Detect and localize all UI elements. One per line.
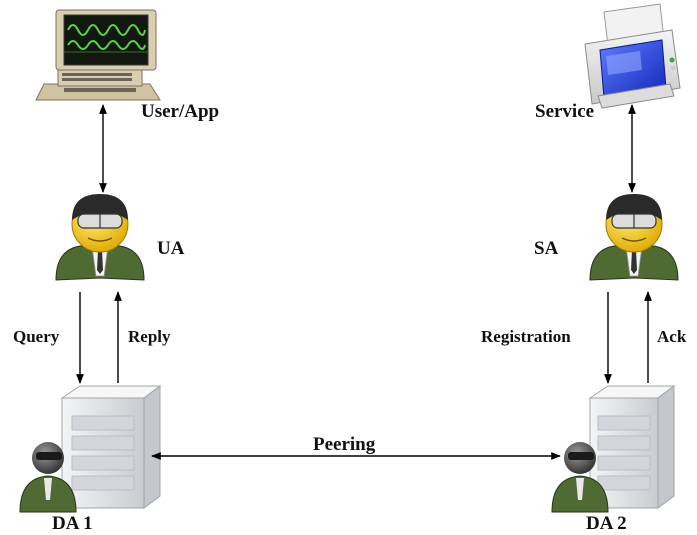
registration-label: Registration xyxy=(481,327,571,346)
peering-label: Peering xyxy=(313,434,376,455)
sa-agent-icon xyxy=(589,194,679,281)
reply-label: Reply xyxy=(128,327,171,346)
service-label: Service xyxy=(535,101,595,122)
da1-label: DA 1 xyxy=(52,513,93,534)
ua-label: UA xyxy=(157,238,185,259)
da1-server-icon xyxy=(19,385,162,513)
query-label: Query xyxy=(13,327,60,346)
da2-label: DA 2 xyxy=(586,513,627,534)
user-app-label: User/App xyxy=(141,101,220,122)
printer-icon xyxy=(584,3,681,109)
ua-agent-icon xyxy=(55,194,145,281)
computer-icon xyxy=(35,9,161,101)
sa-label: SA xyxy=(534,238,559,259)
da2-server-icon xyxy=(551,385,676,513)
ack-label: Ack xyxy=(657,327,687,346)
